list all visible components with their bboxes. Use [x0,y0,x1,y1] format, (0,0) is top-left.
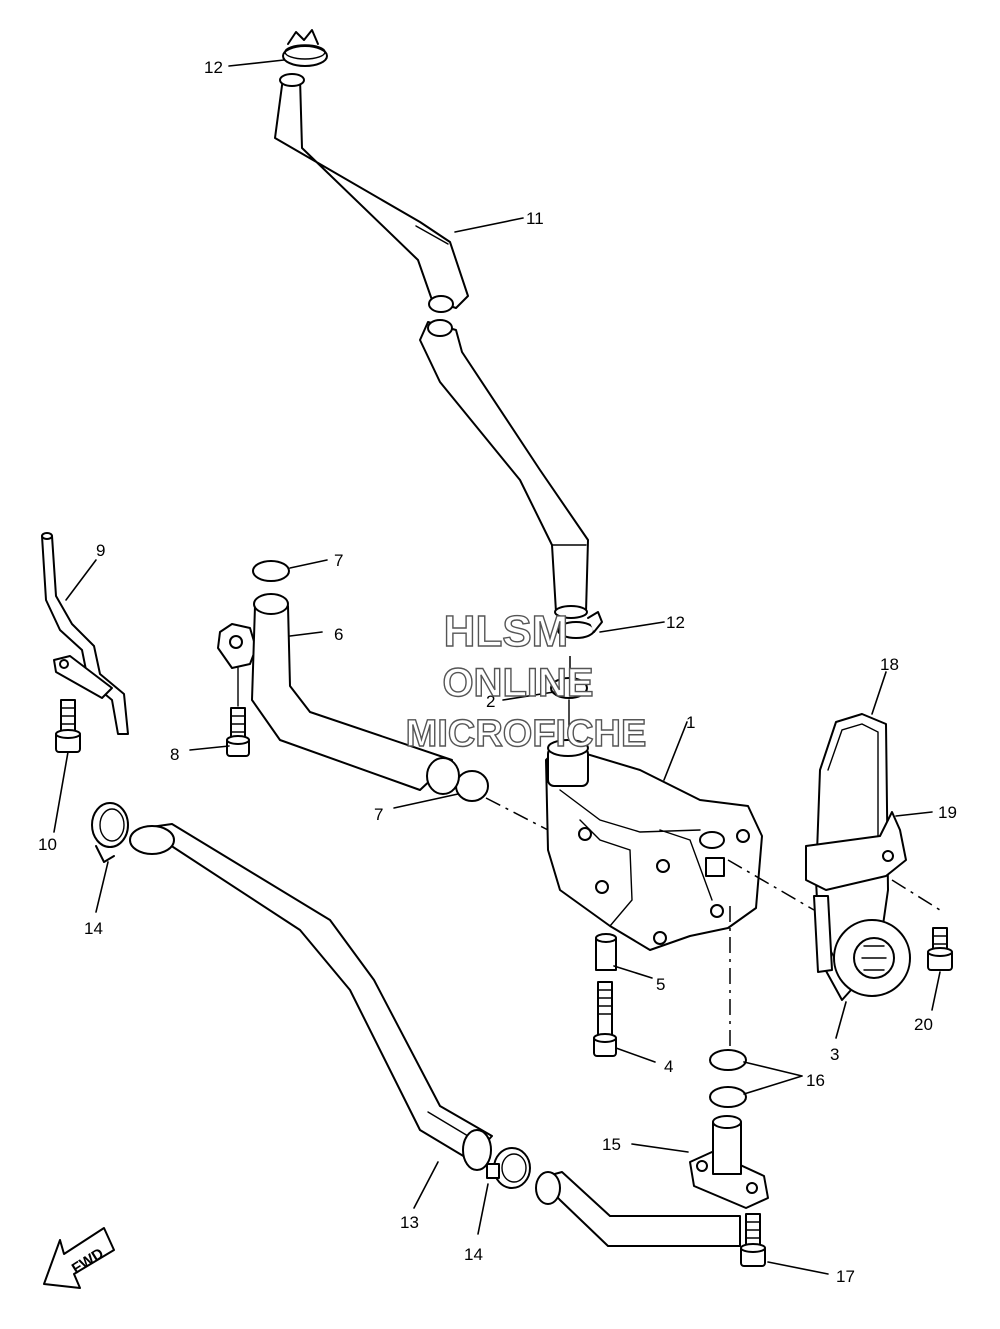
fwd-arrow-icon: FWD [43,1227,115,1289]
clamp-14-lower [486,1147,531,1189]
hose-upper-11 [274,73,589,619]
o-ring-7-lower [455,770,489,802]
oil-pump-1 [545,739,763,951]
watermark-line-3: MICROFICHE [406,713,647,755]
callout-12-lower: 12 [666,613,685,632]
collar-5 [595,933,617,971]
callout-4: 4 [664,1057,673,1076]
callout-18: 18 [880,655,899,674]
callout-12-top: 12 [204,58,223,77]
callout-11: 11 [526,209,544,228]
callout-16: 16 [806,1071,825,1090]
o-ring-16-lower [709,1086,747,1108]
callout-2: 2 [486,692,495,711]
pipe-6 [217,593,460,795]
o-ring-2 [550,677,588,741]
callout-5: 5 [656,975,665,994]
watermark-line-1: HLSM [444,607,569,656]
o-ring-16-upper [709,1049,747,1071]
callout-13: 13 [400,1213,419,1232]
clamp-12-lower [557,611,603,639]
bolt-8 [226,707,250,757]
clamp-14-left [91,802,129,863]
watermark-line-2: ONLINE [442,661,593,705]
sprocket-3 [813,895,911,997]
callout-20: 20 [914,1015,933,1034]
callout-14-lower: 14 [464,1245,483,1264]
callout-10: 10 [38,835,57,854]
callout-numbers: 12 11 12 2 1 7 6 9 8 7 10 14 5 4 3 18 19… [38,58,957,1286]
callout-7-lower: 7 [374,805,383,824]
callout-17: 17 [836,1267,855,1286]
bolt-4 [593,981,617,1057]
callout-14-left: 14 [84,919,103,938]
clamp-12-top [282,29,328,67]
callout-15: 15 [602,1135,621,1154]
hose-13 [129,823,493,1171]
pipe-9 [41,532,129,735]
assembly-lines [485,656,941,1050]
chain-guide-19 [805,811,907,891]
callout-7-top: 7 [334,551,343,570]
callout-3: 3 [830,1045,839,1064]
watermark: HLSM ONLINE MICROFICHE [405,606,647,755]
callout-9: 9 [96,541,105,560]
bolt-17 [740,1213,766,1267]
bolt-20 [927,927,953,971]
callout-6: 6 [334,625,343,644]
callout-8: 8 [170,745,179,764]
callout-1: 1 [686,713,695,732]
callout-19: 19 [938,803,957,822]
leader-lines [53,59,941,1275]
strainer-pipe-15 [535,1115,769,1247]
o-ring-7-top [252,560,290,582]
bolt-10 [55,699,81,753]
